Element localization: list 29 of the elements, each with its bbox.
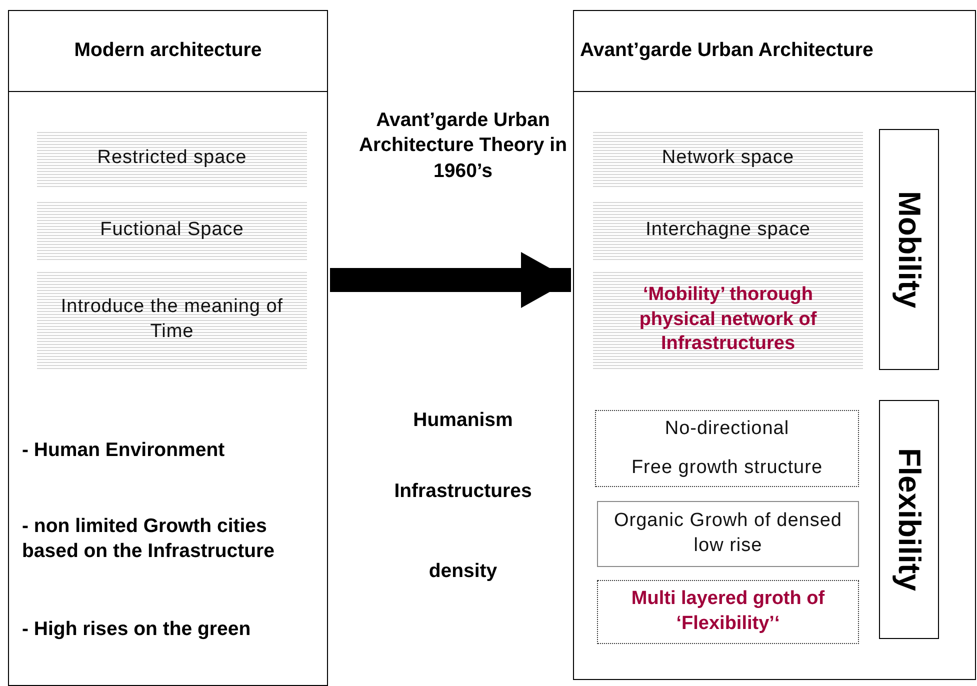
concept-text: Introduce the meaning of Time bbox=[60, 295, 284, 344]
category-label: Flexibility bbox=[891, 448, 927, 591]
concept-box bbox=[597, 580, 859, 644]
concept-text: Free growth structure bbox=[631, 456, 823, 480]
concept-text: Multi layered groth of ‘Flexibility’‘ bbox=[630, 587, 826, 636]
concept-label: Humanism bbox=[412, 408, 514, 433]
bullet-text: - Human Environment bbox=[22, 438, 226, 463]
bullet-text: - High rises on the green bbox=[22, 617, 252, 642]
concept-text: Fuctional Space bbox=[100, 218, 244, 242]
concept-text: Restricted space bbox=[97, 146, 247, 170]
column-panel bbox=[573, 10, 976, 680]
column-panel bbox=[8, 10, 328, 686]
concept-label: Infrastructures bbox=[393, 479, 533, 504]
category-box bbox=[879, 129, 939, 370]
concept-text: Interchagne space bbox=[646, 218, 810, 242]
column-heading: Avant’garde Urban Architecture bbox=[580, 38, 874, 64]
concept-box bbox=[597, 501, 859, 567]
category-box bbox=[879, 400, 939, 639]
concept-text: Organic Growh of densed low rise bbox=[612, 509, 843, 558]
column-heading: Modern architecture bbox=[74, 38, 262, 64]
category-label: Mobility bbox=[891, 190, 927, 308]
concept-label: density bbox=[428, 559, 498, 584]
concept-label: Avant’garde Urban Architecture Theory in 1960’s bbox=[358, 108, 568, 184]
bullet-text: - non limited Growth cities based on the Infrastructure bbox=[22, 514, 276, 564]
concept-text: ‘Mobility’ thorough physical network of Infrastructures bbox=[638, 282, 818, 356]
concept-text: No-directional bbox=[664, 416, 790, 441]
concept-text: Network space bbox=[662, 146, 794, 170]
arrow bbox=[330, 252, 571, 308]
concept-box bbox=[595, 410, 859, 487]
